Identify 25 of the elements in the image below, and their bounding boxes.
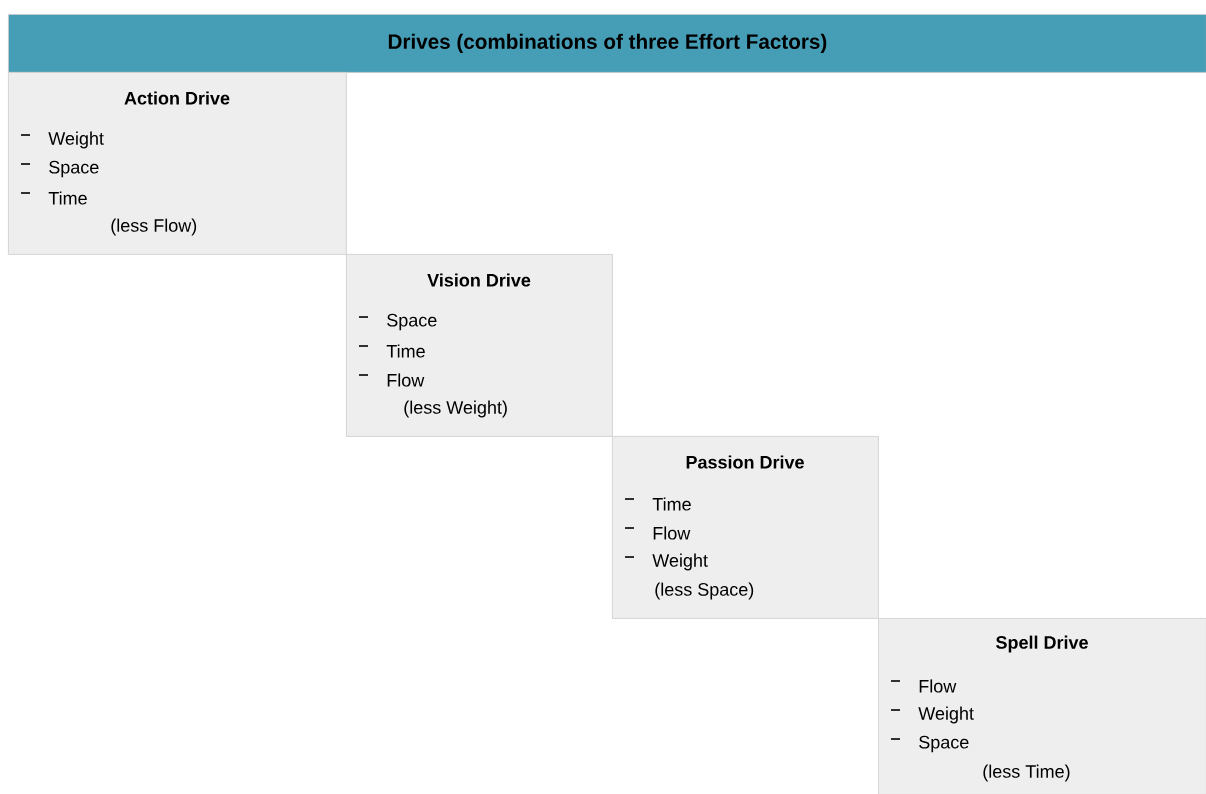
list-note: (less Weight)	[404, 400, 507, 418]
drive-box	[8, 72, 347, 255]
list-note: (less Time)	[983, 764, 1070, 782]
list-item: Time	[48, 191, 87, 205]
list-item: Flow	[387, 373, 425, 387]
list-note: (less Space)	[655, 582, 754, 600]
list-item: Space	[919, 735, 969, 753]
list-note: (less Flow)	[111, 218, 197, 236]
list-item: Time	[386, 344, 425, 358]
drive-box	[878, 618, 1206, 794]
list-item: Weight	[652, 553, 708, 571]
list-item: Flow	[919, 679, 957, 693]
box-heading: Vision Drive	[427, 273, 531, 287]
box-heading: Action Drive	[124, 91, 230, 105]
box-heading: Passion Drive	[686, 455, 804, 469]
box-heading: Spell Drive	[996, 635, 1088, 653]
list-item: Time	[652, 497, 691, 511]
list-item: Weight	[48, 131, 104, 149]
list-item: Flow	[653, 526, 691, 540]
drive-box	[612, 436, 879, 619]
drive-box	[346, 254, 613, 437]
list-item: Space	[387, 313, 437, 331]
title-banner: Drives (combinations of three Effort Factors)	[8, 14, 1206, 73]
list-item: Weight	[918, 706, 974, 724]
list-item: Space	[49, 160, 99, 178]
